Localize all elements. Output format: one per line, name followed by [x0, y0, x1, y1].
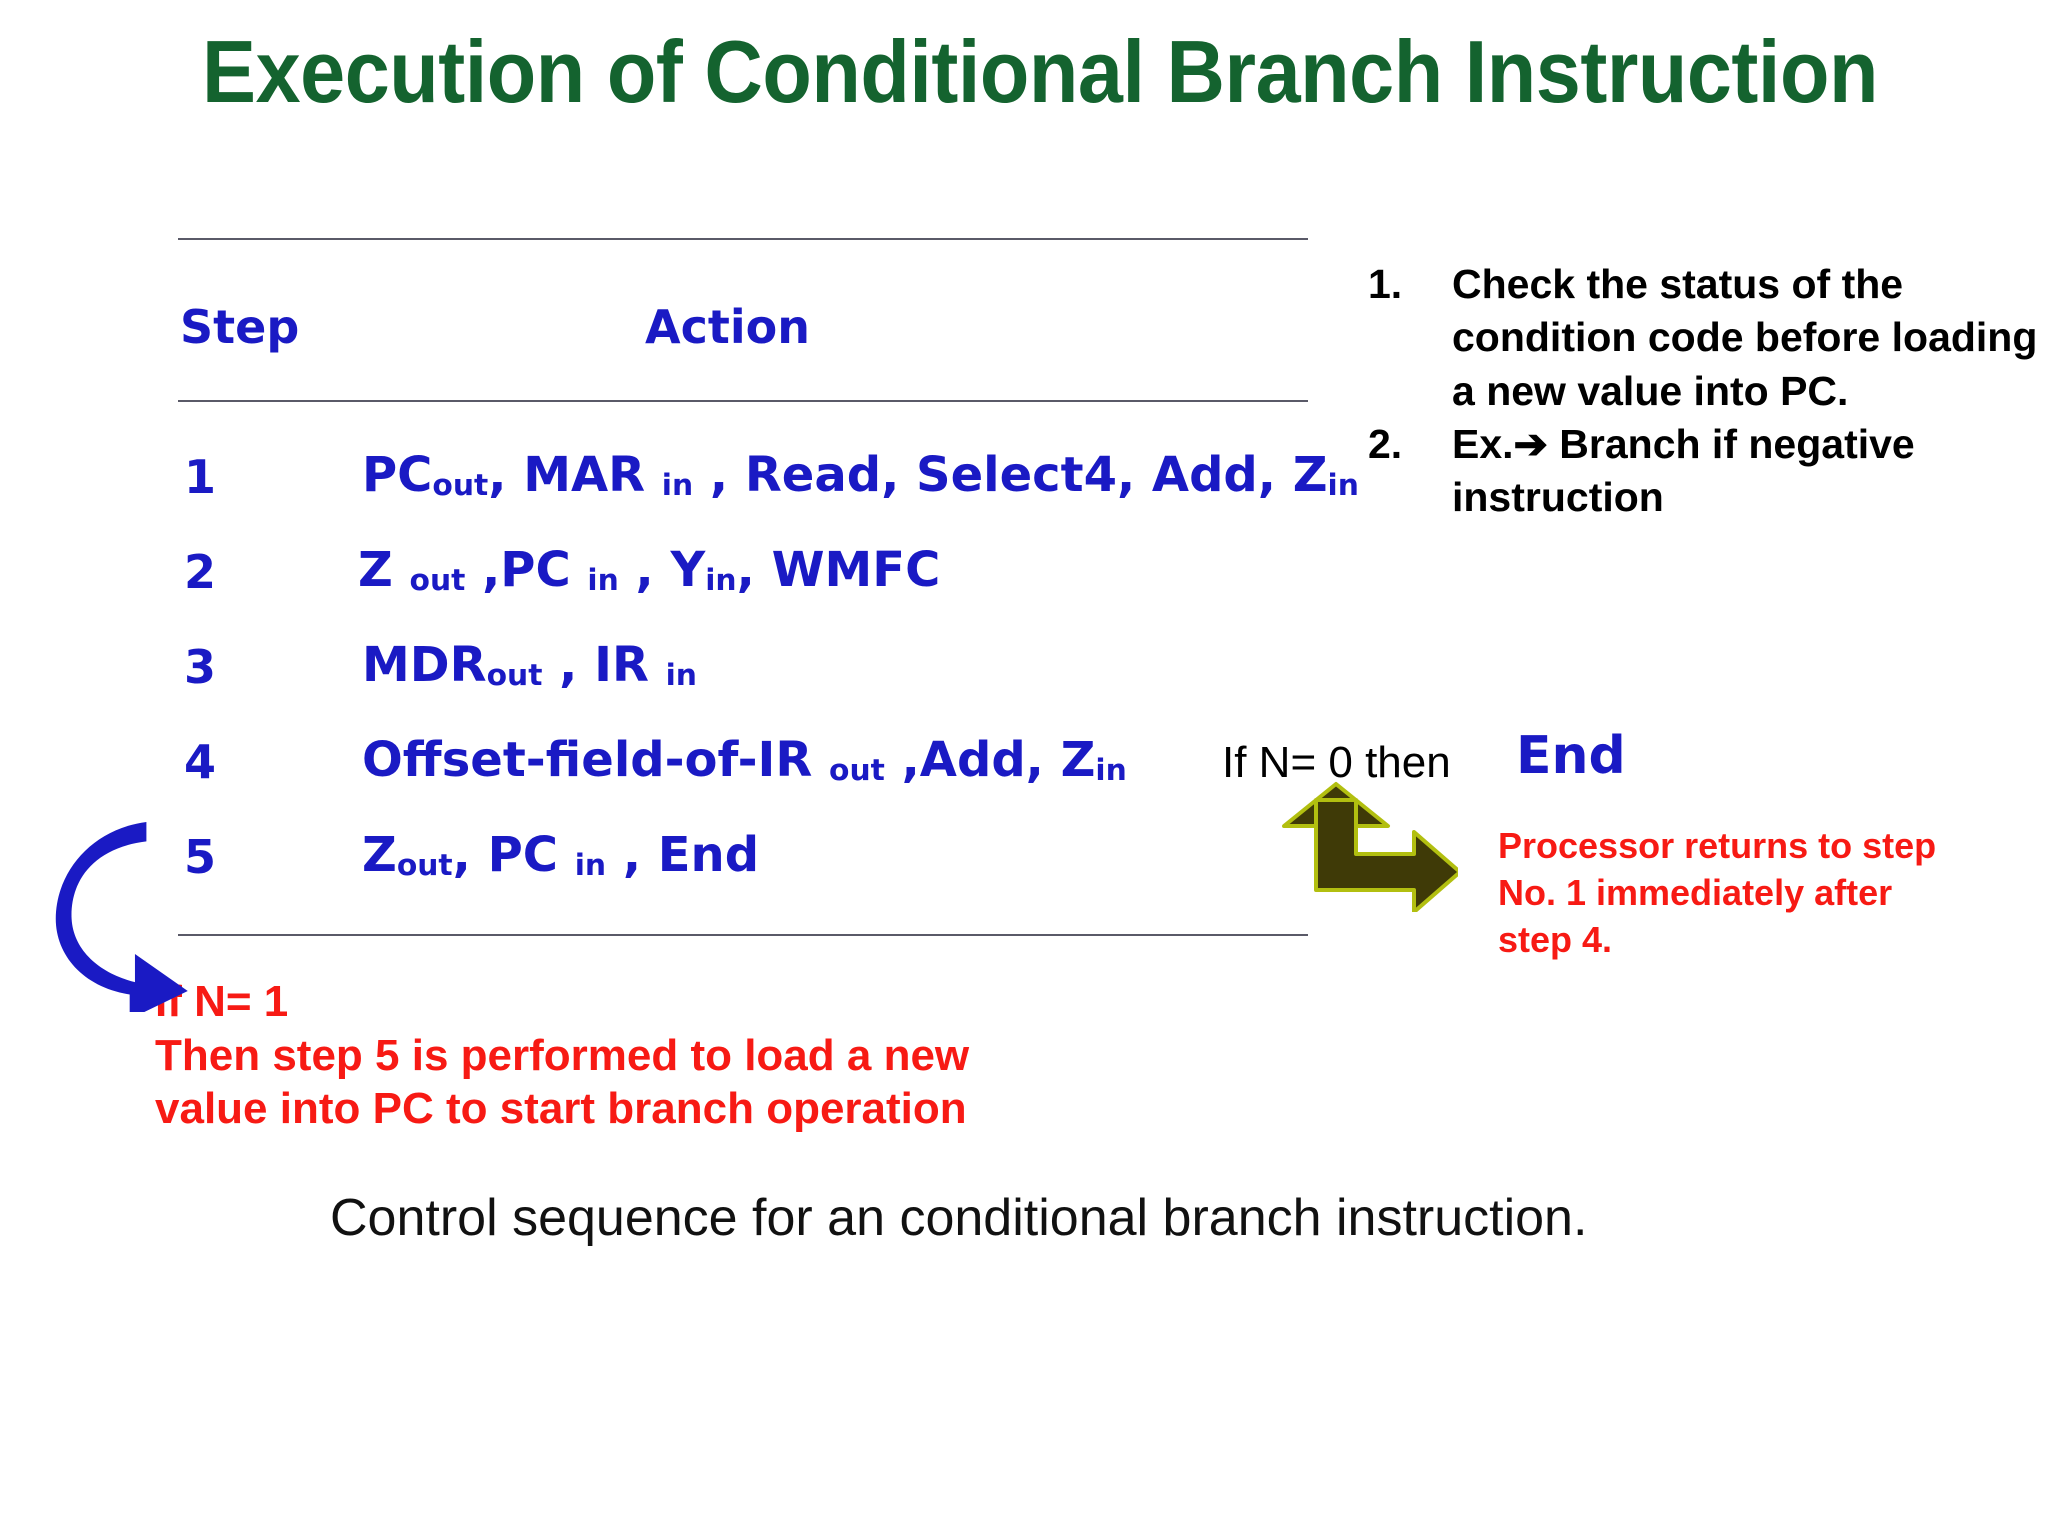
action-text: , PC — [452, 827, 575, 883]
table-rule-bottom — [178, 934, 1308, 936]
table-row-action: MDRout , IR in — [362, 637, 697, 693]
action-subscript: out — [432, 467, 489, 503]
table-row-step-number: 5 — [184, 830, 217, 884]
action-text: Offset-field-of-IR — [362, 732, 830, 788]
action-text: ,PC — [465, 542, 588, 598]
action-subscript: in — [1095, 752, 1127, 788]
action-subscript: in — [1327, 467, 1359, 503]
action-text: , IR — [542, 637, 666, 693]
action-subscript: out — [409, 562, 466, 598]
page-title: Execution of Conditional Branch Instruct… — [202, 22, 1878, 121]
action-subscript: in — [661, 467, 694, 503]
callout-if-n-equals-1: If N= 1 Then step 5 is performed to load… — [155, 975, 1055, 1136]
bent-double-arrow-icon — [1282, 782, 1458, 912]
table-row-action: PCout, MAR in , Read, Select4, Add, Zin — [362, 447, 1359, 503]
action-subscript: in — [665, 657, 697, 693]
action-subscript: out — [396, 847, 453, 883]
table-row-step-number: 2 — [184, 545, 217, 599]
callout-line: Then step 5 is performed to load a new — [155, 1030, 970, 1080]
table-row-step-number: 4 — [184, 735, 217, 789]
list-item-marker: 1. — [1368, 261, 1403, 307]
list-item: 1. Check the status of the condition cod… — [1368, 258, 2038, 418]
list-item-label: Check the status of the condition code b… — [1452, 261, 2038, 414]
action-text: ,Add, Z — [884, 732, 1096, 788]
action-text: , WMFC — [736, 542, 941, 598]
table-row-step-number: 1 — [184, 450, 217, 504]
notes-list: 1. Check the status of the condition cod… — [1368, 258, 2038, 524]
branch-condition-false-label: If N= 0 then — [1222, 738, 1451, 787]
action-text: Z — [358, 542, 410, 598]
action-text: , End — [606, 827, 760, 883]
action-subscript: out — [829, 752, 885, 788]
column-header-step: Step — [180, 300, 300, 354]
list-item: 2. Ex.➔ Branch if negative instruction — [1368, 418, 2038, 525]
table-row-action: Zout, PC in , End — [362, 827, 759, 883]
callout-line: value into PC to start branch operation — [155, 1084, 967, 1134]
action-text: , Read, Select4, Add, Z — [693, 447, 1328, 503]
list-item-marker: 2. — [1368, 420, 1403, 467]
action-text: , Y — [618, 542, 706, 598]
curved-loop-arrow-icon — [55, 822, 188, 1012]
action-subscript: in — [574, 847, 607, 883]
table-rule-top — [178, 238, 1308, 240]
list-item-label: Ex.➔ Branch if negative instruction — [1452, 420, 1915, 521]
callout-line: If N= 1 — [155, 977, 289, 1026]
action-text: Z — [362, 827, 397, 883]
action-subscript: in — [705, 562, 737, 598]
action-subscript: in — [587, 562, 619, 598]
branch-end-label: End — [1516, 726, 1626, 786]
figure-caption: Control sequence for an conditional bran… — [330, 1189, 1588, 1247]
callout-processor-returns: Processor returns to step No. 1 immediat… — [1498, 825, 1937, 960]
table-row-step-number: 3 — [184, 640, 217, 694]
table-rule-middle — [178, 400, 1308, 402]
action-text: PC — [362, 447, 433, 503]
action-subscript: out — [486, 657, 543, 693]
table-row-action: Offset-field-of-IR out ,Add, Zin — [362, 732, 1127, 788]
action-text: MDR — [362, 637, 487, 693]
column-header-action: Action — [645, 300, 810, 354]
table-row-action: Z out ,PC in , Yin, WMFC — [358, 542, 940, 598]
action-text: , MAR — [488, 447, 662, 503]
